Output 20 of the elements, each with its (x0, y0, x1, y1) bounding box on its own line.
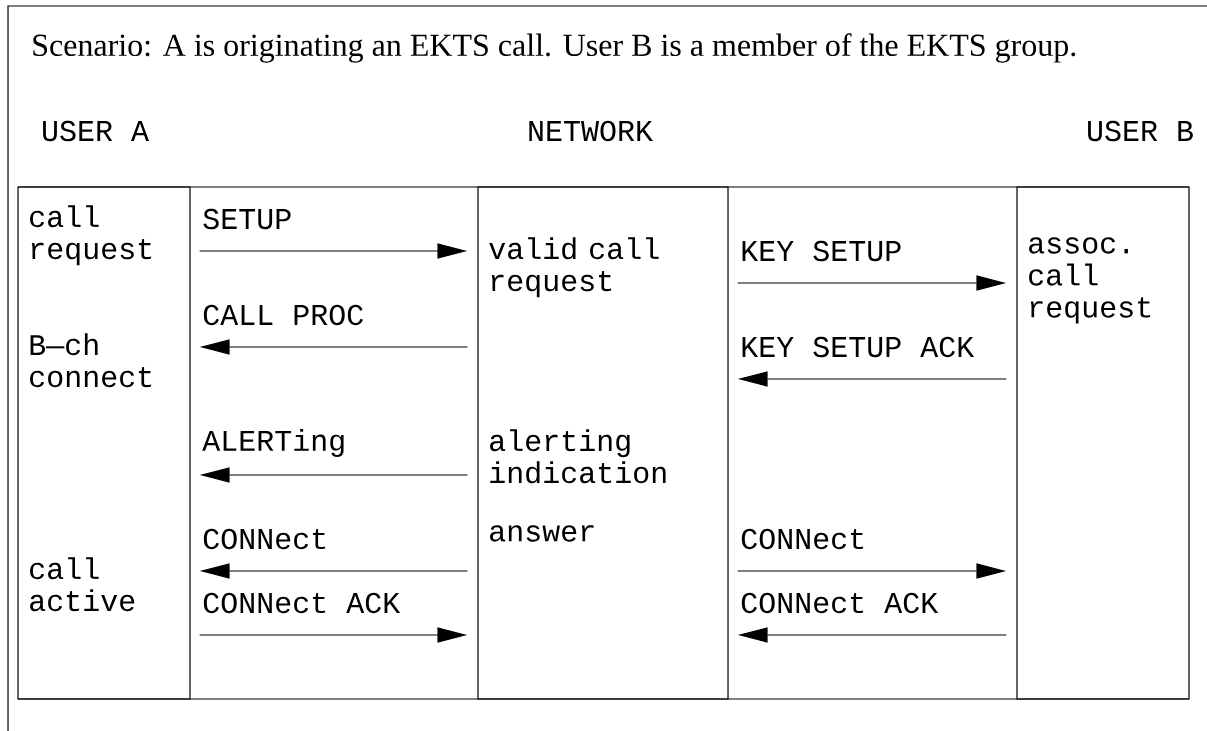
state-label: valid call request (489, 237, 659, 298)
message-label: CONNect (201, 527, 330, 551)
message-label: SETUP (201, 207, 294, 231)
state-label: B—ch connect (30, 333, 152, 388)
state-label: call active (30, 557, 135, 612)
message-label: CONNect ACK (739, 591, 940, 615)
state-label: call request (30, 205, 152, 266)
column-heading: USER A (43, 120, 149, 142)
column-heading: USER B (1088, 120, 1193, 142)
message-label: CALL PROC (201, 303, 366, 327)
state-label: alerting indication (490, 429, 666, 484)
state-label: answer (490, 525, 594, 542)
message-label: ALERTing (201, 428, 348, 458)
state-label: assoc. call request (1029, 237, 1151, 324)
message-label: KEY SETUP ACK (739, 335, 976, 359)
message-label: KEY SETUP (739, 239, 904, 263)
column-heading: NETWORK (529, 120, 653, 142)
message-label: CONNect ACK (201, 591, 402, 615)
scenario-text: Scenario: A is originating an EKTS call. User B is a member of the EKTS group. (33, 33, 1076, 63)
message-label: CONNect (739, 527, 868, 551)
